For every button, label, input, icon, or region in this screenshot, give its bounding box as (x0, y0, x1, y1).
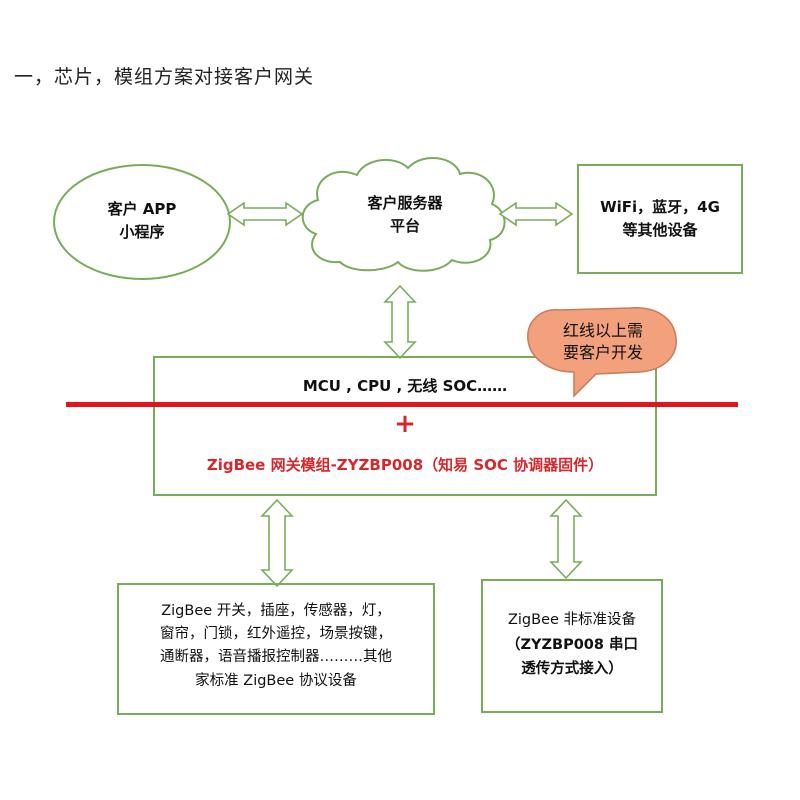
server-line2: 平台 (389, 216, 420, 235)
server-line1: 客户服务器 (367, 194, 443, 212)
client-app-ellipse (53, 164, 231, 280)
arrow-server-devices (498, 201, 574, 227)
callout-line1: 红线以上需 (562, 321, 643, 340)
zigbee-module-label: ZigBee 网关模组-ZYZBP008（知易 SOC 协调器固件） (206, 456, 604, 474)
callout-bubble (527, 307, 677, 398)
other-devices-box (577, 164, 743, 274)
standard-devices-line4: 家标准 ZigBee 协议设备 (195, 672, 357, 689)
standard-devices-box (117, 583, 435, 715)
nonstandard-devices-line3: 透传方式接入） (521, 661, 623, 678)
arrow-app-server (226, 201, 304, 227)
server-label: 客户服务器 平台 (330, 192, 480, 237)
callout-label: 红线以上需 要客户开发 (540, 320, 666, 363)
red-divider-line (66, 402, 738, 407)
client-app-line1: 客户 APP (107, 200, 177, 218)
other-devices-line1: WiFi，蓝牙，4G (600, 198, 720, 216)
client-app-line2: 小程序 (119, 222, 165, 241)
arrow-server-main (383, 284, 417, 360)
mcu-label: MCU , CPU , 无线 SOC…… (302, 377, 508, 395)
plus-sign: + (394, 409, 416, 439)
server-cloud (301, 156, 506, 272)
nonstandard-devices-line1: ZigBee 非标准设备 (507, 612, 637, 628)
other-devices-line2: 等其他设备 (622, 220, 698, 239)
standard-devices-line1: ZigBee 开关，插座，传感器，灯， (161, 603, 391, 619)
client-app-label: 客户 APP 小程序 (70, 198, 214, 243)
other-devices-label: WiFi，蓝牙，4G 等其他设备 (580, 196, 740, 241)
page-title: 一，芯片，模组方案对接客户网关 (14, 66, 315, 88)
arrow-main-nonstandard (549, 498, 583, 580)
callout-line2: 要客户开发 (562, 342, 643, 362)
arrow-main-standard (260, 498, 294, 588)
standard-devices-line3: 通断器，语音播报控制器………其他 (160, 649, 392, 666)
nonstandard-devices-box (481, 579, 663, 713)
nonstandard-devices-label: ZigBee 非标准设备 （ZYZBP008 串口 透传方式接入） (484, 608, 660, 682)
nonstandard-devices-line2: （ZYZBP008 串口 (505, 636, 639, 653)
standard-devices-label: ZigBee 开关，插座，传感器，灯， 窗帘，门锁，红外遥控，场景按键， 通断器… (120, 600, 432, 693)
main-box (153, 356, 657, 496)
standard-devices-line2: 窗帘，门锁，红外遥控，场景按键， (160, 626, 392, 643)
